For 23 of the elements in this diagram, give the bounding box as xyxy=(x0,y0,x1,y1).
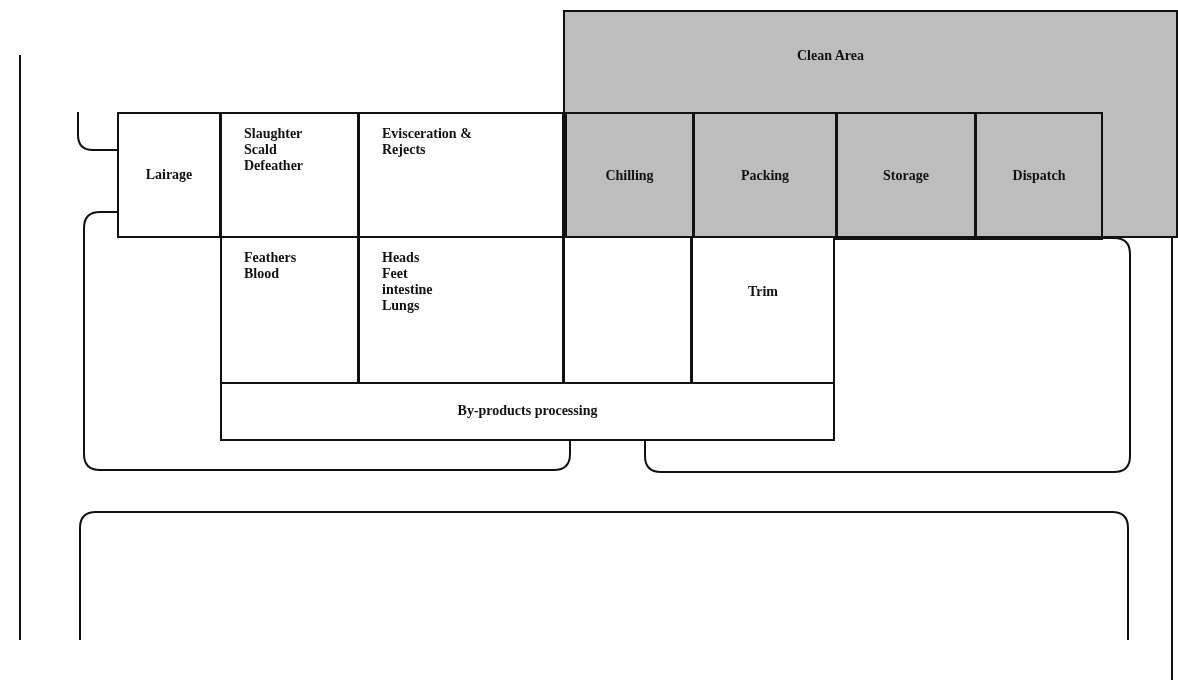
room-box xyxy=(975,112,1103,240)
room-box xyxy=(220,236,359,384)
room-box xyxy=(836,112,976,240)
room-box xyxy=(691,236,835,384)
room-box xyxy=(220,382,835,441)
room-box xyxy=(220,112,359,238)
room-label: Heads Feet intestine Lungs xyxy=(382,250,434,315)
room-label: Lairage xyxy=(145,166,193,184)
room-box xyxy=(117,112,221,238)
room-box xyxy=(358,236,564,384)
room-label: Feathers Blood xyxy=(244,250,298,283)
room-label: By-products processing xyxy=(457,403,598,420)
room-box xyxy=(358,112,564,238)
room-label: Packing xyxy=(740,167,790,185)
room-label: Storage xyxy=(883,167,929,185)
zone-label: Clean Area xyxy=(797,48,864,65)
room-label: Evisceration & Rejects xyxy=(382,126,473,159)
clean-area-zone xyxy=(563,10,1178,238)
room-label: Chilling xyxy=(605,167,654,185)
room-label: Trim xyxy=(747,284,779,301)
empty-room-box xyxy=(563,236,692,384)
room-label: Slaughter Scald Defeather xyxy=(244,126,305,175)
room-label: Dispatch xyxy=(1012,167,1066,185)
